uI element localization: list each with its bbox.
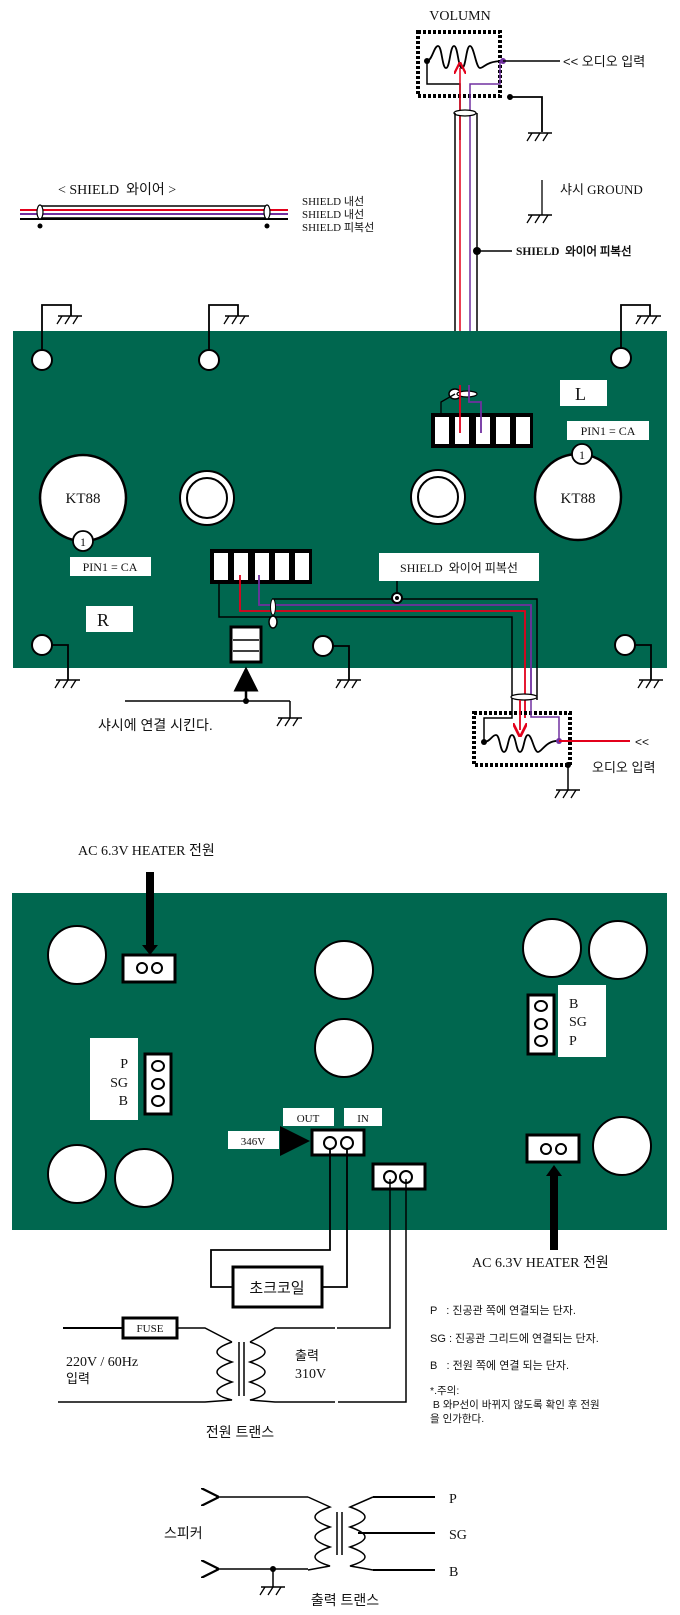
note-line-1: B 와P선이 바뀌지 않도록 확인 후 전원 (430, 1398, 600, 1411)
volume-pot-top: VOLUMN << 오디오 입력 샤시 GROUND (416, 9, 645, 500)
terminal-legend: P : 진공관 쪽에 연결되는 단자. SG : 진공관 그리드에 연결되는 단… (430, 1304, 600, 1425)
power-transformer: FUSE 220V / 60Hz 입력 출력 310V 전원 트랜스 (58, 1179, 407, 1440)
legend-sg: SG : 진공관 그리드에 연결되는 단자. (430, 1332, 599, 1345)
choke-coil-label: 초크코일 (249, 1280, 304, 1297)
transformer-connector (371, 1162, 427, 1191)
pot-enclosure (416, 30, 502, 98)
purple-wire (469, 61, 501, 500)
heater-label-bottom: AC 6.3V HEATER 전원 (472, 1255, 609, 1271)
shield-wire-legend: < SHIELD 와이어 > SHIELD 내선 SHIELD 내선 SHIEL… (20, 182, 374, 234)
channel-left-label: L (575, 384, 586, 404)
input-connector-left (431, 385, 533, 448)
chassis-ground-label: 샤시 GROUND (560, 182, 643, 197)
mount-hole-ground (610, 304, 661, 369)
output-socket-right (526, 993, 556, 1056)
socket-right-b: B (569, 997, 578, 1012)
tap-sg: SG (449, 1528, 467, 1543)
capacitor (114, 1148, 174, 1208)
capacitor (592, 1116, 652, 1176)
mount-hole-ground (31, 304, 82, 371)
fuse-label: FUSE (137, 1323, 164, 1335)
capacitor (588, 920, 648, 980)
channel-right-label: R (97, 610, 109, 630)
mount-hole-ground (614, 634, 663, 689)
capacitor (314, 940, 374, 1000)
volume-title: VOLUMN (429, 9, 490, 24)
choke-coil (231, 1265, 324, 1309)
legend-p: P : 진공관 쪽에 연결되는 단자. (430, 1304, 576, 1317)
mount-hole-ground (198, 304, 249, 371)
legend-b: B : 전원 쪽에 연결 되는 단자. (430, 1359, 569, 1372)
mount-hole-ground (31, 634, 80, 689)
socket-left-b: B (119, 1094, 128, 1109)
secondary-output-label: 출력 (295, 1348, 319, 1363)
voltage-label: 346V (241, 1136, 266, 1148)
ground-terminal (125, 625, 302, 727)
heater-connector-top (121, 953, 177, 984)
in-label: IN (357, 1113, 369, 1125)
tube-label: KT88 (561, 491, 596, 507)
shield-jacket-label-top: SHIELD 와이어 피복선 (516, 244, 632, 258)
heater-label-top: AC 6.3V HEATER 전원 (78, 843, 215, 859)
capacitor (314, 1018, 374, 1078)
pin1-label-right: PIN1 = CA (581, 424, 636, 438)
capacitor (47, 925, 107, 985)
heater-connector-bottom (525, 1133, 581, 1164)
pin1-marker: 1 (579, 448, 585, 462)
volume-pot-bottom: << 오디오 입력 (472, 693, 655, 799)
power-transformer-label: 전원 트랜스 (206, 1424, 274, 1440)
pin1-marker: 1 (80, 535, 86, 549)
ground-icon (526, 132, 552, 142)
socket-right-p: P (569, 1034, 577, 1049)
board-power: AC 6.3V HEATER 전원 P SG B (12, 843, 667, 1440)
output-socket-left (143, 1052, 173, 1116)
tube-label: KT88 (66, 491, 101, 507)
potentiometer-symbol (426, 45, 504, 69)
capacitor (522, 918, 582, 978)
socket-left-sg: SG (110, 1076, 128, 1091)
out-label: OUT (297, 1113, 320, 1125)
tap-p: P (449, 1492, 457, 1507)
audio-input-label-top: << 오디오 입력 (563, 54, 645, 69)
mains-input-voltage: 220V / 60Hz (66, 1355, 138, 1370)
ground-icon (526, 214, 552, 224)
tube-kt88-right: KT88 1 PIN1 = CA (533, 421, 649, 542)
mount-hole-ground (312, 635, 361, 689)
b-plus-connector (310, 1128, 366, 1157)
note-title: *.주의: (430, 1385, 459, 1397)
speaker-label: 스피커 (164, 1525, 203, 1541)
board-amp-top: KT88 1 PIN1 = CA KT88 1 PIN1 = CA L R (13, 304, 667, 799)
capacitor (47, 1144, 107, 1204)
audio-input-label-bottom: 오디오 입력 (592, 760, 655, 775)
socket-right-sg: SG (569, 1015, 587, 1030)
ground-icon (259, 1586, 285, 1596)
mains-input-label: 입력 (66, 1371, 90, 1386)
socket-left-p: P (120, 1057, 128, 1072)
chassis-connect-note: 샤시에 연결 시킨다. (98, 717, 213, 733)
secondary-output-voltage: 310V (295, 1367, 326, 1382)
input-connector-right (210, 549, 538, 718)
small-tube-socket (410, 469, 466, 525)
pin1-label-left: PIN1 = CA (83, 560, 138, 574)
shield-jacket-label-board: SHIELD 와이어 피복선 (400, 561, 518, 575)
small-tube-socket (179, 470, 235, 526)
output-transformer-label: 출력 트랜스 (311, 1592, 379, 1608)
shield-jacket: SHIELD 피복선 (302, 221, 374, 234)
tap-b: B (449, 1565, 458, 1580)
shield-inner-2: SHIELD 내선 (302, 208, 364, 221)
output-transformer: P SG B 스피커 출력 트랜스 (164, 1492, 467, 1608)
tube-kt88-left: KT88 1 PIN1 = CA (38, 453, 151, 576)
note-line-2: 을 인가한다. (430, 1413, 484, 1425)
shield-wire-title: < SHIELD 와이어 > (58, 182, 176, 198)
shield-inner-1: SHIELD 내선 (302, 195, 364, 208)
audio-input-arrow: << (635, 735, 649, 749)
